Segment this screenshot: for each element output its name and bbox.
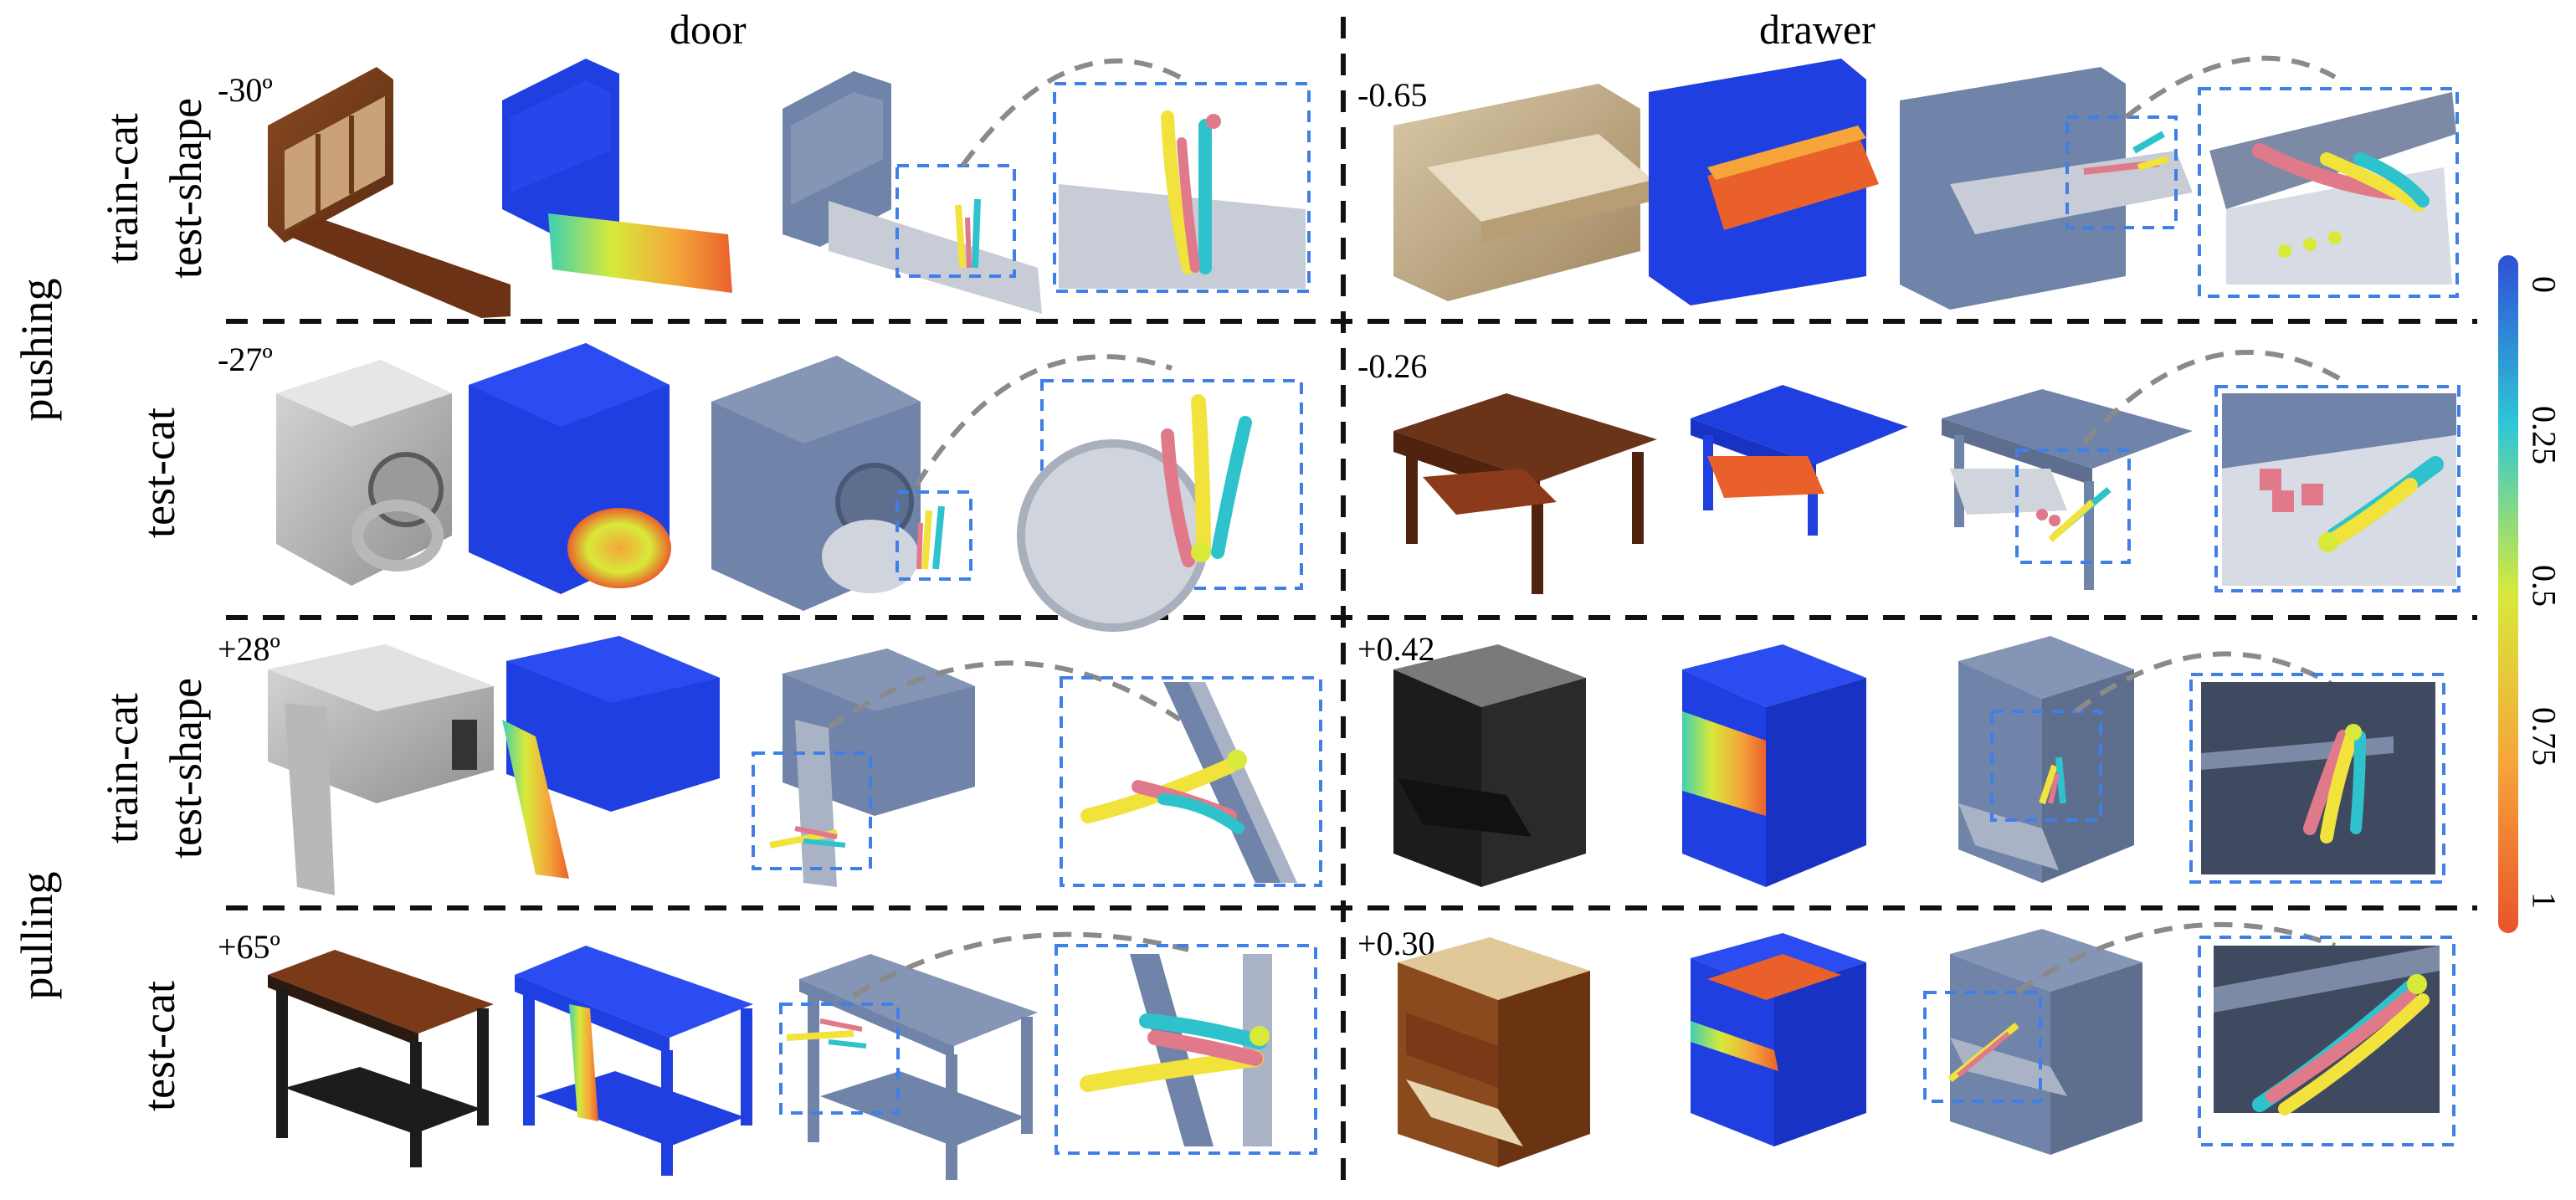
drawer-value-row2: -0.26 [1357,347,1428,385]
row3-door-pointcloud [502,636,720,879]
row3-drawer-pointcloud [1682,644,1866,887]
row1-drawer-small-trajectory [2083,131,2169,175]
colorbar [2498,255,2518,933]
row1-door-zoom-arc [960,58,1186,167]
drawer-value-row1: -0.65 [1357,76,1428,114]
row1-door-small-trajectory [955,198,981,269]
row1-drawer-rgb-object [1393,84,1653,301]
row2-drawer-small-trajectory [2036,486,2112,542]
row4-door-small-trajectory [786,1018,867,1049]
row2-drawer-rgb-object [1393,393,1657,594]
row1-drawer-zoom-inset [2198,87,2459,298]
row2-drawer-pointcloud [1691,385,1908,536]
row4-door-zoom-inset [1055,944,1317,1155]
row3-drawer-zoom-arc [2074,651,2337,714]
door-value-row2: -27º [218,341,273,378]
row4-drawer-pointcloud [1691,933,1866,1146]
row3-drawer-rgb-object [1393,644,1586,887]
row3-door-small-trajectory [769,826,846,849]
row4-door-grey-model [779,954,1038,1180]
row3-door-grey-model [752,649,975,887]
row4-door-zoom-arc [852,931,1189,998]
row2-door-pointcloud [469,343,671,594]
door-value-row1: -30º [218,71,273,109]
grid-lines [226,17,2477,1180]
column-title-drawer: drawer [1759,6,1876,53]
row3-door-rgb-object [268,644,494,895]
row4-door-rgb-object [268,950,494,1167]
row2-drawer-grey-model [1942,389,2193,590]
row2-door-zoom-inset [1017,379,1303,632]
row2-drawer-zoom-arc [2081,349,2345,445]
row4-drawer-zoom-inset [2198,936,2455,1146]
row3-door-zoom-arc [827,660,1182,731]
row1-door-pointcloud [502,59,732,293]
row1-drawer-grey-model [1900,67,2193,310]
row3-drawer-small-trajectory [2039,756,2066,805]
row4-door-pointcloud [515,946,753,1176]
row1-drawer-pointcloud [1649,59,1879,305]
row3-drawer-zoom-inset [2189,673,2445,884]
row2-door-rgb-object [276,360,452,586]
door-value-row4: +65º [218,928,280,966]
row1-door-grey-model [783,71,1042,314]
row2-drawer-zoom-inset [2214,385,2461,592]
row1-drawer-zoom-arc [2124,55,2337,120]
door-value-row3: +28º [218,630,280,668]
row3-drawer-grey-model [1958,636,2134,883]
row2-door-grey-model [711,356,972,611]
row4-drawer-rgb-object [1398,937,1590,1167]
row4-drawer-grey-model [1923,929,2142,1155]
row3-door-zoom-inset [1060,676,1322,887]
column-title-door: door [670,6,747,53]
row2-door-zoom-arc [914,354,1173,487]
row2-door-small-trajectory [916,505,945,570]
drawer-value-row3: +0.42 [1357,630,1435,668]
row4-drawer-small-trajectory [1947,1022,2019,1083]
row1-door-zoom-inset [1053,82,1311,293]
row1-door-rgb-object [268,67,511,318]
